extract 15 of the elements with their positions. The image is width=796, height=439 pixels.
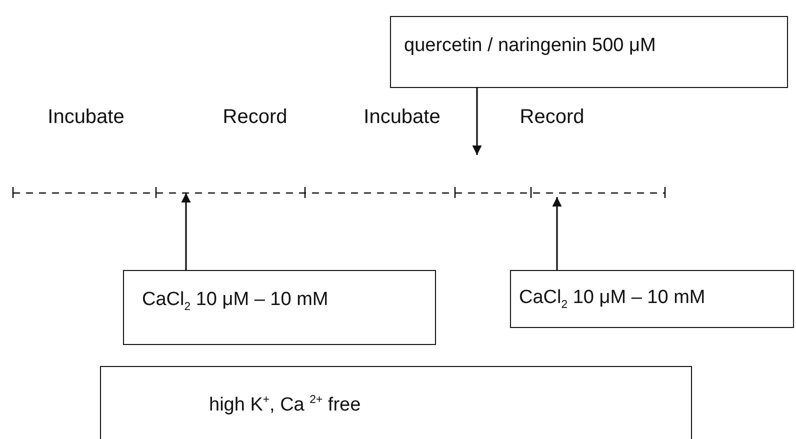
phase-label: Record — [520, 106, 584, 129]
step-box — [390, 16, 788, 88]
phase-label: Incubate — [48, 106, 124, 129]
phase-label: Incubate — [364, 106, 440, 129]
step-box — [100, 366, 692, 439]
arrow — [472, 88, 482, 155]
step-box — [123, 270, 436, 345]
phase-label: Record — [222, 106, 288, 129]
box-text: quercetin / naringenin 500 μM — [404, 35, 656, 57]
arrow — [181, 193, 191, 270]
box-text: high K$^{+}$, Ca $^{2+}$ free — [209, 394, 361, 416]
step-box — [510, 270, 794, 328]
box-text: CaCl$_{2}$ 10 μM – 10 mM — [142, 289, 328, 313]
box-text: CaCl$_{2}$ 10 μM – 10 mM — [519, 287, 706, 311]
arrow — [552, 197, 562, 270]
